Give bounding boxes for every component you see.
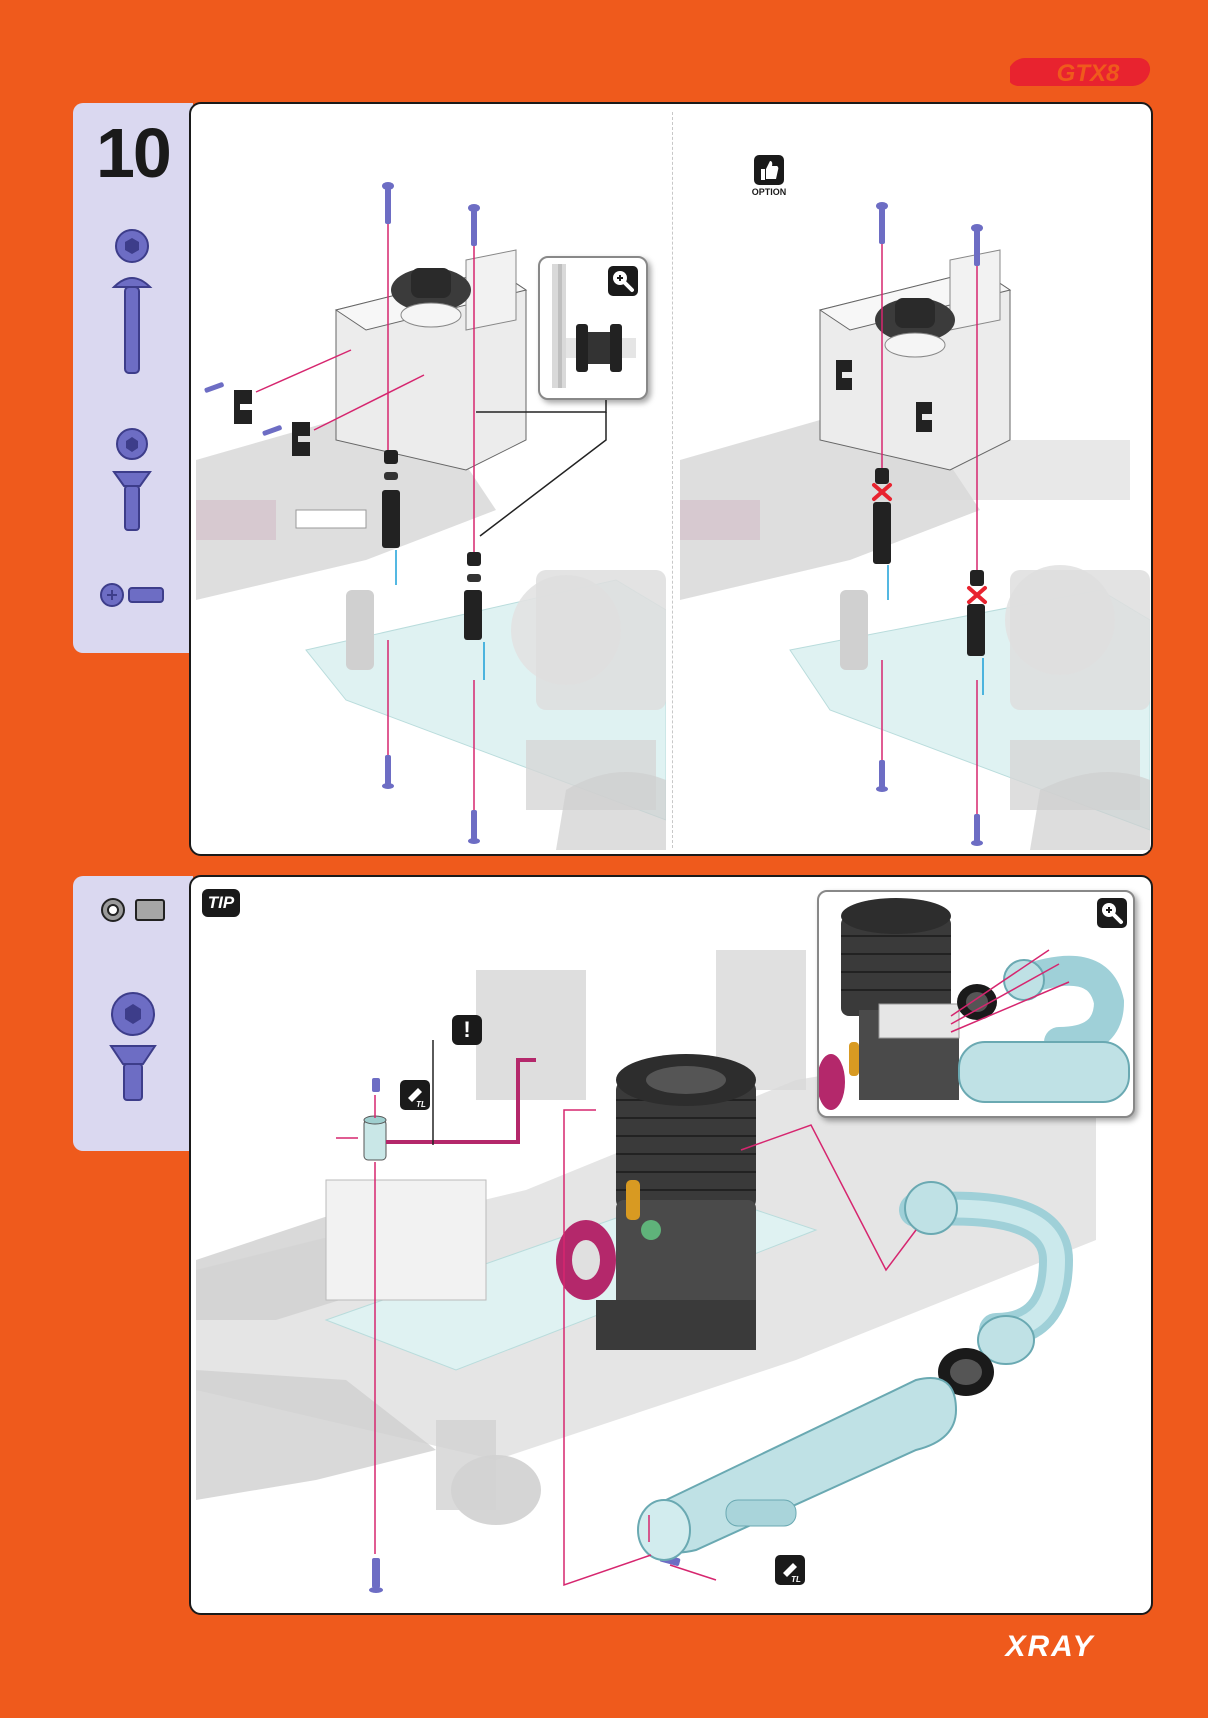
option-label: OPTION	[746, 187, 792, 197]
threadlock-icon: TL	[775, 1555, 805, 1585]
svg-text:GTX8: GTX8	[1057, 60, 1120, 87]
option-thumbs-up-icon	[750, 155, 790, 189]
svg-text:TL: TL	[416, 1100, 426, 1109]
brand-logo-gtx8: GTX8	[1010, 52, 1156, 92]
zoom-icon	[608, 266, 638, 296]
flat-head-screw-icon	[110, 428, 154, 533]
warning-icon: !	[452, 1015, 482, 1045]
svg-text:XRAY: XRAY	[1003, 1630, 1095, 1660]
brand-logo-xray: XRAY	[948, 1630, 1152, 1660]
zoom-detail-exhaust-coupler	[817, 890, 1135, 1118]
panel-divider	[672, 112, 673, 848]
flat-head-screw-large-icon	[108, 990, 158, 1102]
fuel-tank-option-illustration	[680, 200, 1150, 850]
button-head-screw-icon	[110, 225, 154, 375]
svg-text:TL: TL	[791, 1575, 801, 1584]
spacer-icon	[100, 897, 166, 923]
zoom-detail-grommet	[538, 256, 648, 400]
threadlock-icon: TL	[400, 1080, 430, 1110]
step-number: 10	[96, 118, 170, 188]
tip-badge: TIP	[202, 889, 240, 917]
set-screw-icon	[99, 582, 165, 608]
zoom-icon	[1097, 898, 1127, 928]
